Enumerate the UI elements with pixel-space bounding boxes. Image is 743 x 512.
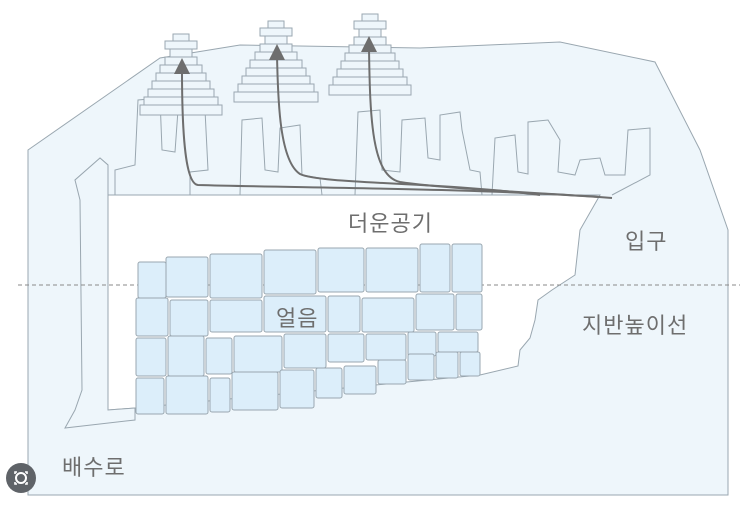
arrow-head-1 (174, 58, 190, 74)
arrow-head-3 (361, 36, 377, 52)
lens-glyph (14, 471, 28, 485)
ground-line-label: 지반높이선 (582, 314, 689, 339)
roof-openings (114, 97, 651, 196)
warm-air-label: 더운공기 (348, 212, 433, 237)
arrow-head-2 (269, 44, 285, 60)
vent-chimney-2 (233, 20, 319, 103)
entrance-label: 입구 (625, 230, 668, 255)
ice-blocks (135, 243, 483, 415)
warm-air-arrows (181, 47, 613, 199)
drain-label: 배수로 (62, 456, 126, 481)
drain-channel (64, 157, 136, 429)
warm-air-arrow-3 (368, 47, 601, 198)
image-search-icon[interactable] (6, 463, 36, 493)
ice-label: 얼음 (276, 307, 319, 332)
